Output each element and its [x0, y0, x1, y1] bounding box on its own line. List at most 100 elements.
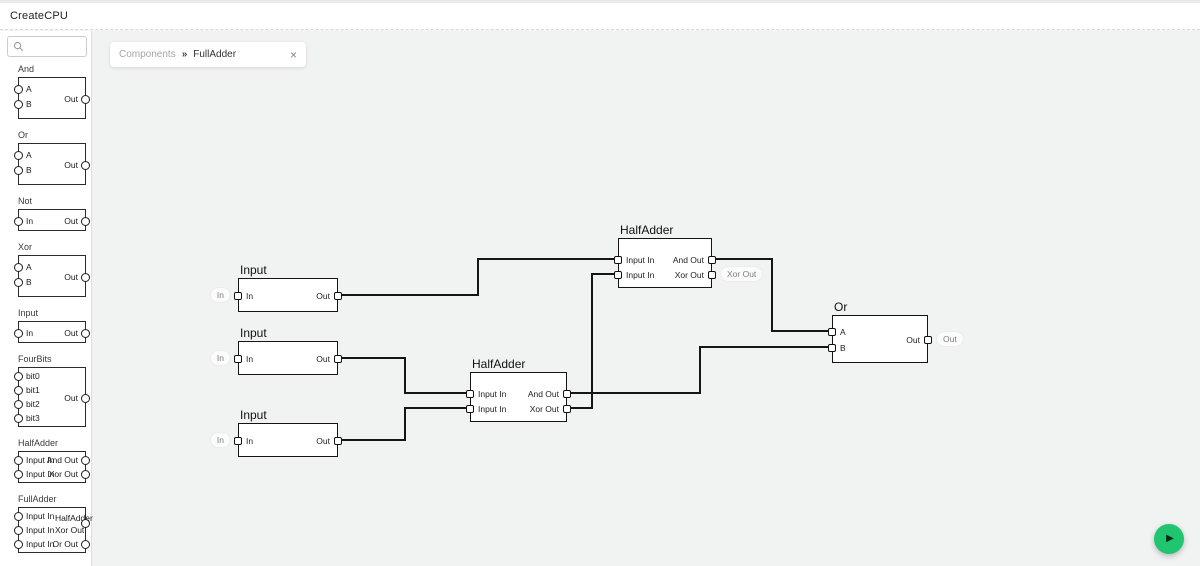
- breadcrumb-root[interactable]: Components: [119, 49, 176, 60]
- palette-item-label: Xor: [18, 242, 33, 252]
- input-pin: [14, 165, 23, 175]
- search-input[interactable]: [27, 41, 82, 52]
- port-label: In: [210, 433, 230, 447]
- wire[interactable]: [338, 258, 618, 296]
- input-pin-label: Input In: [26, 455, 55, 465]
- tab-fulladder[interactable]: Components » FullAdder ×: [110, 42, 306, 67]
- output-pin-label: Out: [316, 436, 330, 446]
- output-pin: [81, 455, 90, 465]
- wire[interactable]: [338, 407, 470, 441]
- input-pin[interactable]: [828, 328, 836, 336]
- input-pin: [14, 277, 23, 287]
- output-pin[interactable]: [924, 336, 932, 344]
- input-pin: [14, 216, 23, 226]
- input-pin[interactable]: [466, 390, 474, 398]
- run-button[interactable]: ▶: [1154, 524, 1184, 554]
- wire[interactable]: [567, 273, 618, 409]
- input-pin-label: In: [246, 354, 254, 364]
- output-pin-label: HalfAdder Xor Out: [55, 513, 93, 535]
- wire[interactable]: [712, 258, 832, 332]
- input-pin[interactable]: [234, 292, 242, 300]
- wire[interactable]: [338, 357, 470, 394]
- input-pin[interactable]: [234, 355, 242, 363]
- input-pin[interactable]: [234, 437, 242, 445]
- breadcrumb-separator-icon: »: [181, 49, 188, 60]
- output-pin: [81, 160, 90, 170]
- node-title: HalfAdder: [472, 357, 526, 371]
- palette-item-label: Not: [18, 196, 33, 206]
- input-pin-label: Input In: [626, 270, 655, 280]
- node-title: Or: [834, 300, 848, 314]
- output-pin[interactable]: [334, 437, 342, 445]
- tab-close-icon[interactable]: ×: [289, 47, 297, 62]
- output-pin[interactable]: [563, 390, 571, 398]
- port-label: Out: [937, 332, 963, 346]
- palette-item-label: FullAdder: [18, 494, 57, 504]
- output-pin-label: Out: [64, 393, 78, 403]
- input-pin[interactable]: [828, 344, 836, 352]
- output-pin-label: Xor Out: [48, 469, 78, 479]
- input-pin[interactable]: [614, 256, 622, 264]
- wire-layer: [338, 258, 832, 441]
- port-label: In: [210, 351, 230, 365]
- output-pin: [81, 393, 90, 403]
- input-pin[interactable]: [614, 271, 622, 279]
- input-pin-label: Input In: [478, 389, 507, 399]
- search-box[interactable]: [7, 36, 87, 57]
- input-pin: [14, 328, 23, 338]
- input-pin[interactable]: [466, 405, 474, 413]
- input-pin-label: In: [246, 436, 254, 446]
- output-pin[interactable]: [708, 271, 716, 279]
- node-title: Input: [240, 326, 267, 340]
- output-pin: [81, 328, 90, 338]
- output-pin-label: And Out: [46, 455, 78, 465]
- palette-item-label: FourBits: [18, 354, 52, 364]
- app-title: CreateCPU: [10, 10, 69, 22]
- node-title: HalfAdder: [620, 223, 674, 237]
- wire[interactable]: [567, 346, 832, 394]
- input-pin: [14, 455, 23, 465]
- input-pin: [14, 413, 23, 423]
- input-pin: [14, 385, 23, 395]
- output-pin[interactable]: [334, 355, 342, 363]
- output-pin-label: Out: [906, 335, 920, 345]
- palette-item-label: Input: [18, 308, 39, 318]
- output-pin: [81, 518, 90, 528]
- output-pin: [81, 272, 90, 282]
- port-label: In: [210, 288, 230, 302]
- node-title: Input: [240, 263, 267, 277]
- output-pin[interactable]: [334, 292, 342, 300]
- input-pin-label: In: [246, 291, 254, 301]
- input-pin: [14, 539, 23, 549]
- palette-item-label: HalfAdder: [18, 438, 59, 448]
- play-icon: ▶: [1166, 533, 1174, 544]
- input-pin: [14, 84, 23, 94]
- input-pin-label: A: [26, 262, 32, 272]
- output-pin-label: Out: [316, 291, 330, 301]
- output-pin-label: Or Out: [52, 539, 78, 549]
- output-pin[interactable]: [708, 256, 716, 264]
- output-pin[interactable]: [563, 405, 571, 413]
- input-pin-label: bit0: [26, 371, 40, 381]
- input-pin-label: Input In: [26, 469, 55, 479]
